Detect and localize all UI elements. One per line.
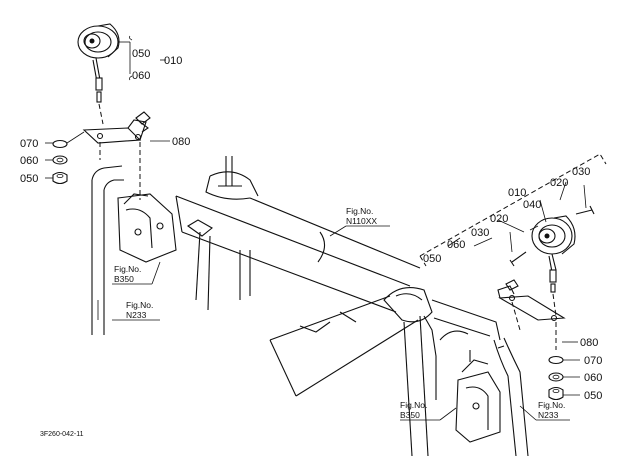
fig-ref-n233-left-number: N233: [126, 310, 147, 320]
fig-ref-n110xx-number: N110XX: [346, 216, 377, 226]
drawing-code: 3F260-042-11: [40, 431, 84, 438]
label-060-right: 060: [584, 372, 602, 384]
label-050-right-top: 050: [423, 253, 441, 265]
label-080-right: 080: [580, 337, 598, 349]
label-050-right: 050: [584, 390, 602, 402]
fig-ref-n233-right-number: N233: [538, 410, 559, 420]
label-020-right-b: 020: [490, 213, 508, 225]
bracket-right: [497, 279, 566, 350]
figure-references: Fig.No. N110XX Fig.No. B350 Fig.No. N233…: [114, 206, 565, 420]
fig-ref-b350-left-number: B350: [114, 274, 134, 284]
label-050-upper: 050: [132, 48, 150, 60]
label-030-right-a: 030: [572, 166, 590, 178]
label-060-left: 060: [20, 155, 38, 167]
fig-ref-n233-left-title: Fig.No.: [126, 300, 153, 310]
label-050-left: 050: [20, 173, 38, 185]
fig-ref-n233-right-title: Fig.No.: [538, 400, 565, 410]
fig-ref-n110xx-title: Fig.No.: [346, 206, 373, 216]
label-010-right: 010: [508, 187, 526, 199]
part-labels: 050 060 010 070 060 050 080 010 020 030 …: [20, 48, 602, 402]
label-020-right-a: 020: [550, 177, 568, 189]
right-lamp: [509, 205, 595, 317]
label-070-left: 070: [20, 138, 38, 150]
fig-ref-b350-left-title: Fig.No.: [114, 264, 141, 274]
washers-right: [548, 355, 564, 401]
frame-structure: [91, 156, 529, 457]
fig-ref-b350-right-title: Fig.No.: [400, 400, 427, 410]
label-060-right-top: 060: [447, 239, 465, 251]
upper-left-lamp: [77, 23, 120, 125]
fig-ref-b350-right-number: B350: [400, 410, 420, 420]
label-060-upper: 060: [132, 70, 150, 82]
label-080-left: 080: [172, 136, 190, 148]
label-070-right: 070: [584, 355, 602, 367]
washers-upper-left: [52, 139, 68, 185]
label-010-upper: 010: [164, 55, 182, 67]
label-030-right-b: 030: [471, 227, 489, 239]
bracket-upper-left: [82, 111, 151, 200]
label-040-right: 040: [523, 199, 541, 211]
